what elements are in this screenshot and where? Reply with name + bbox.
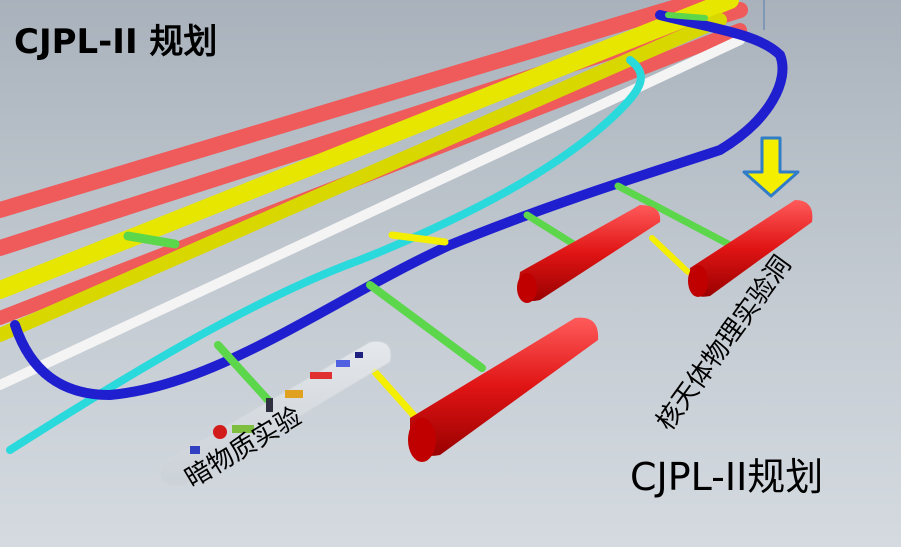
connector-green-3 — [366, 281, 486, 372]
hall-3 — [688, 200, 813, 297]
tunnel-yellow-1 — [0, 0, 739, 299]
hall-1 — [408, 317, 599, 462]
hall-2 — [517, 205, 661, 303]
connector-green-4 — [523, 211, 579, 249]
title-top: CJPL-II 规划 — [14, 22, 218, 62]
dark-matter-hall — [159, 340, 392, 487]
tunnel-blue — [10, 10, 788, 401]
connector-yellow-2 — [371, 368, 422, 424]
connector-green-5 — [614, 182, 734, 249]
connector-green-2 — [214, 341, 272, 404]
yellow-connectors — [371, 231, 691, 424]
main-tunnels — [0, 0, 748, 390]
connectors — [123, 12, 734, 404]
title-bottom: CJPL-II规划 — [630, 455, 824, 499]
detector-red — [213, 425, 227, 439]
experiment-halls — [408, 200, 813, 462]
tunnel-yellow-2 — [0, 13, 727, 342]
connector-yellow-3 — [649, 235, 691, 275]
arrow-down-icon — [742, 136, 800, 198]
connector-green-6 — [665, 12, 708, 21]
tunnel-red-1 — [0, 0, 708, 218]
connector-yellow-1 — [388, 231, 449, 246]
tunnel-white — [0, 35, 745, 390]
connector-green-1 — [123, 231, 180, 249]
